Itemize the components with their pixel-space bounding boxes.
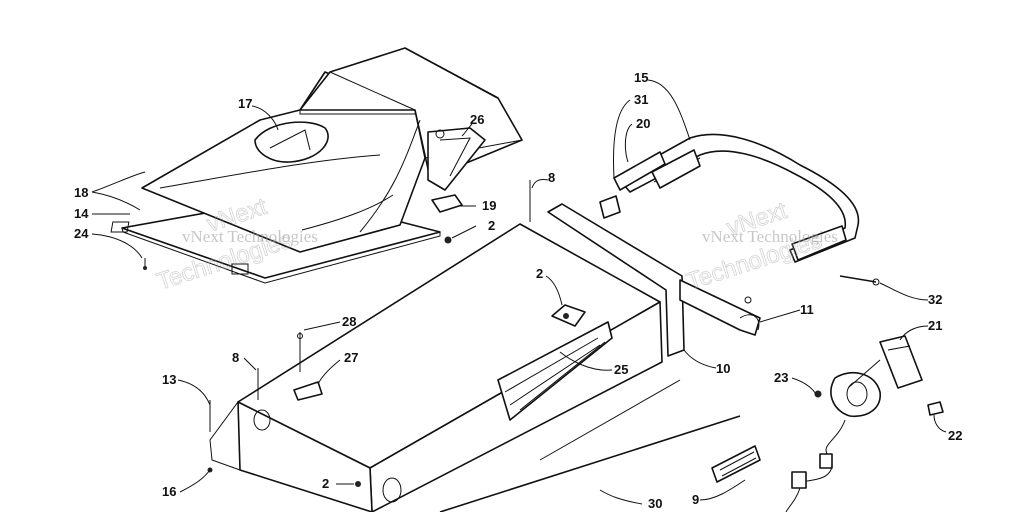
callout-22: 22 <box>948 428 962 443</box>
watermark-text-right: vNext Technologies <box>702 227 838 246</box>
callout-9: 9 <box>692 492 699 507</box>
side-rail-assembly <box>547 203 761 357</box>
callout-17: 17 <box>238 96 252 111</box>
leader-lines <box>91 79 947 505</box>
callout-31: 31 <box>634 92 648 107</box>
callout-16: 16 <box>162 484 176 499</box>
callout-8-left: 8 <box>232 350 239 365</box>
callout-23: 23 <box>774 370 788 385</box>
grab-handle-assembly <box>599 133 880 286</box>
callout-15: 15 <box>634 70 648 85</box>
rod-and-strip <box>439 379 761 512</box>
callout-2-tray: 2 <box>536 266 543 281</box>
callout-28: 28 <box>342 314 356 329</box>
callout-2-left: 2 <box>322 476 329 491</box>
watermark-text-left: vNext Technologies <box>182 227 318 246</box>
callout-8-right: 8 <box>548 170 555 185</box>
callout-32: 32 <box>928 292 942 307</box>
callout-labels: 17 26 18 14 24 19 2 8 2 28 27 8 13 16 2 … <box>74 70 962 511</box>
callout-18: 18 <box>74 185 88 200</box>
callout-2-seat: 2 <box>488 218 495 233</box>
callout-13: 13 <box>162 372 176 387</box>
callout-27: 27 <box>344 350 358 365</box>
callout-20: 20 <box>636 116 650 131</box>
seat-cushion-assembly <box>110 47 523 284</box>
callout-30: 30 <box>648 496 662 511</box>
tail-light-assembly <box>785 335 944 512</box>
callout-25: 25 <box>614 362 628 377</box>
callout-11: 11 <box>800 302 814 317</box>
callout-21: 21 <box>928 318 942 333</box>
callout-26: 26 <box>470 112 484 127</box>
callout-14: 14 <box>74 206 89 221</box>
callout-19: 19 <box>482 198 496 213</box>
callout-24: 24 <box>74 226 89 241</box>
callout-10: 10 <box>716 361 730 376</box>
